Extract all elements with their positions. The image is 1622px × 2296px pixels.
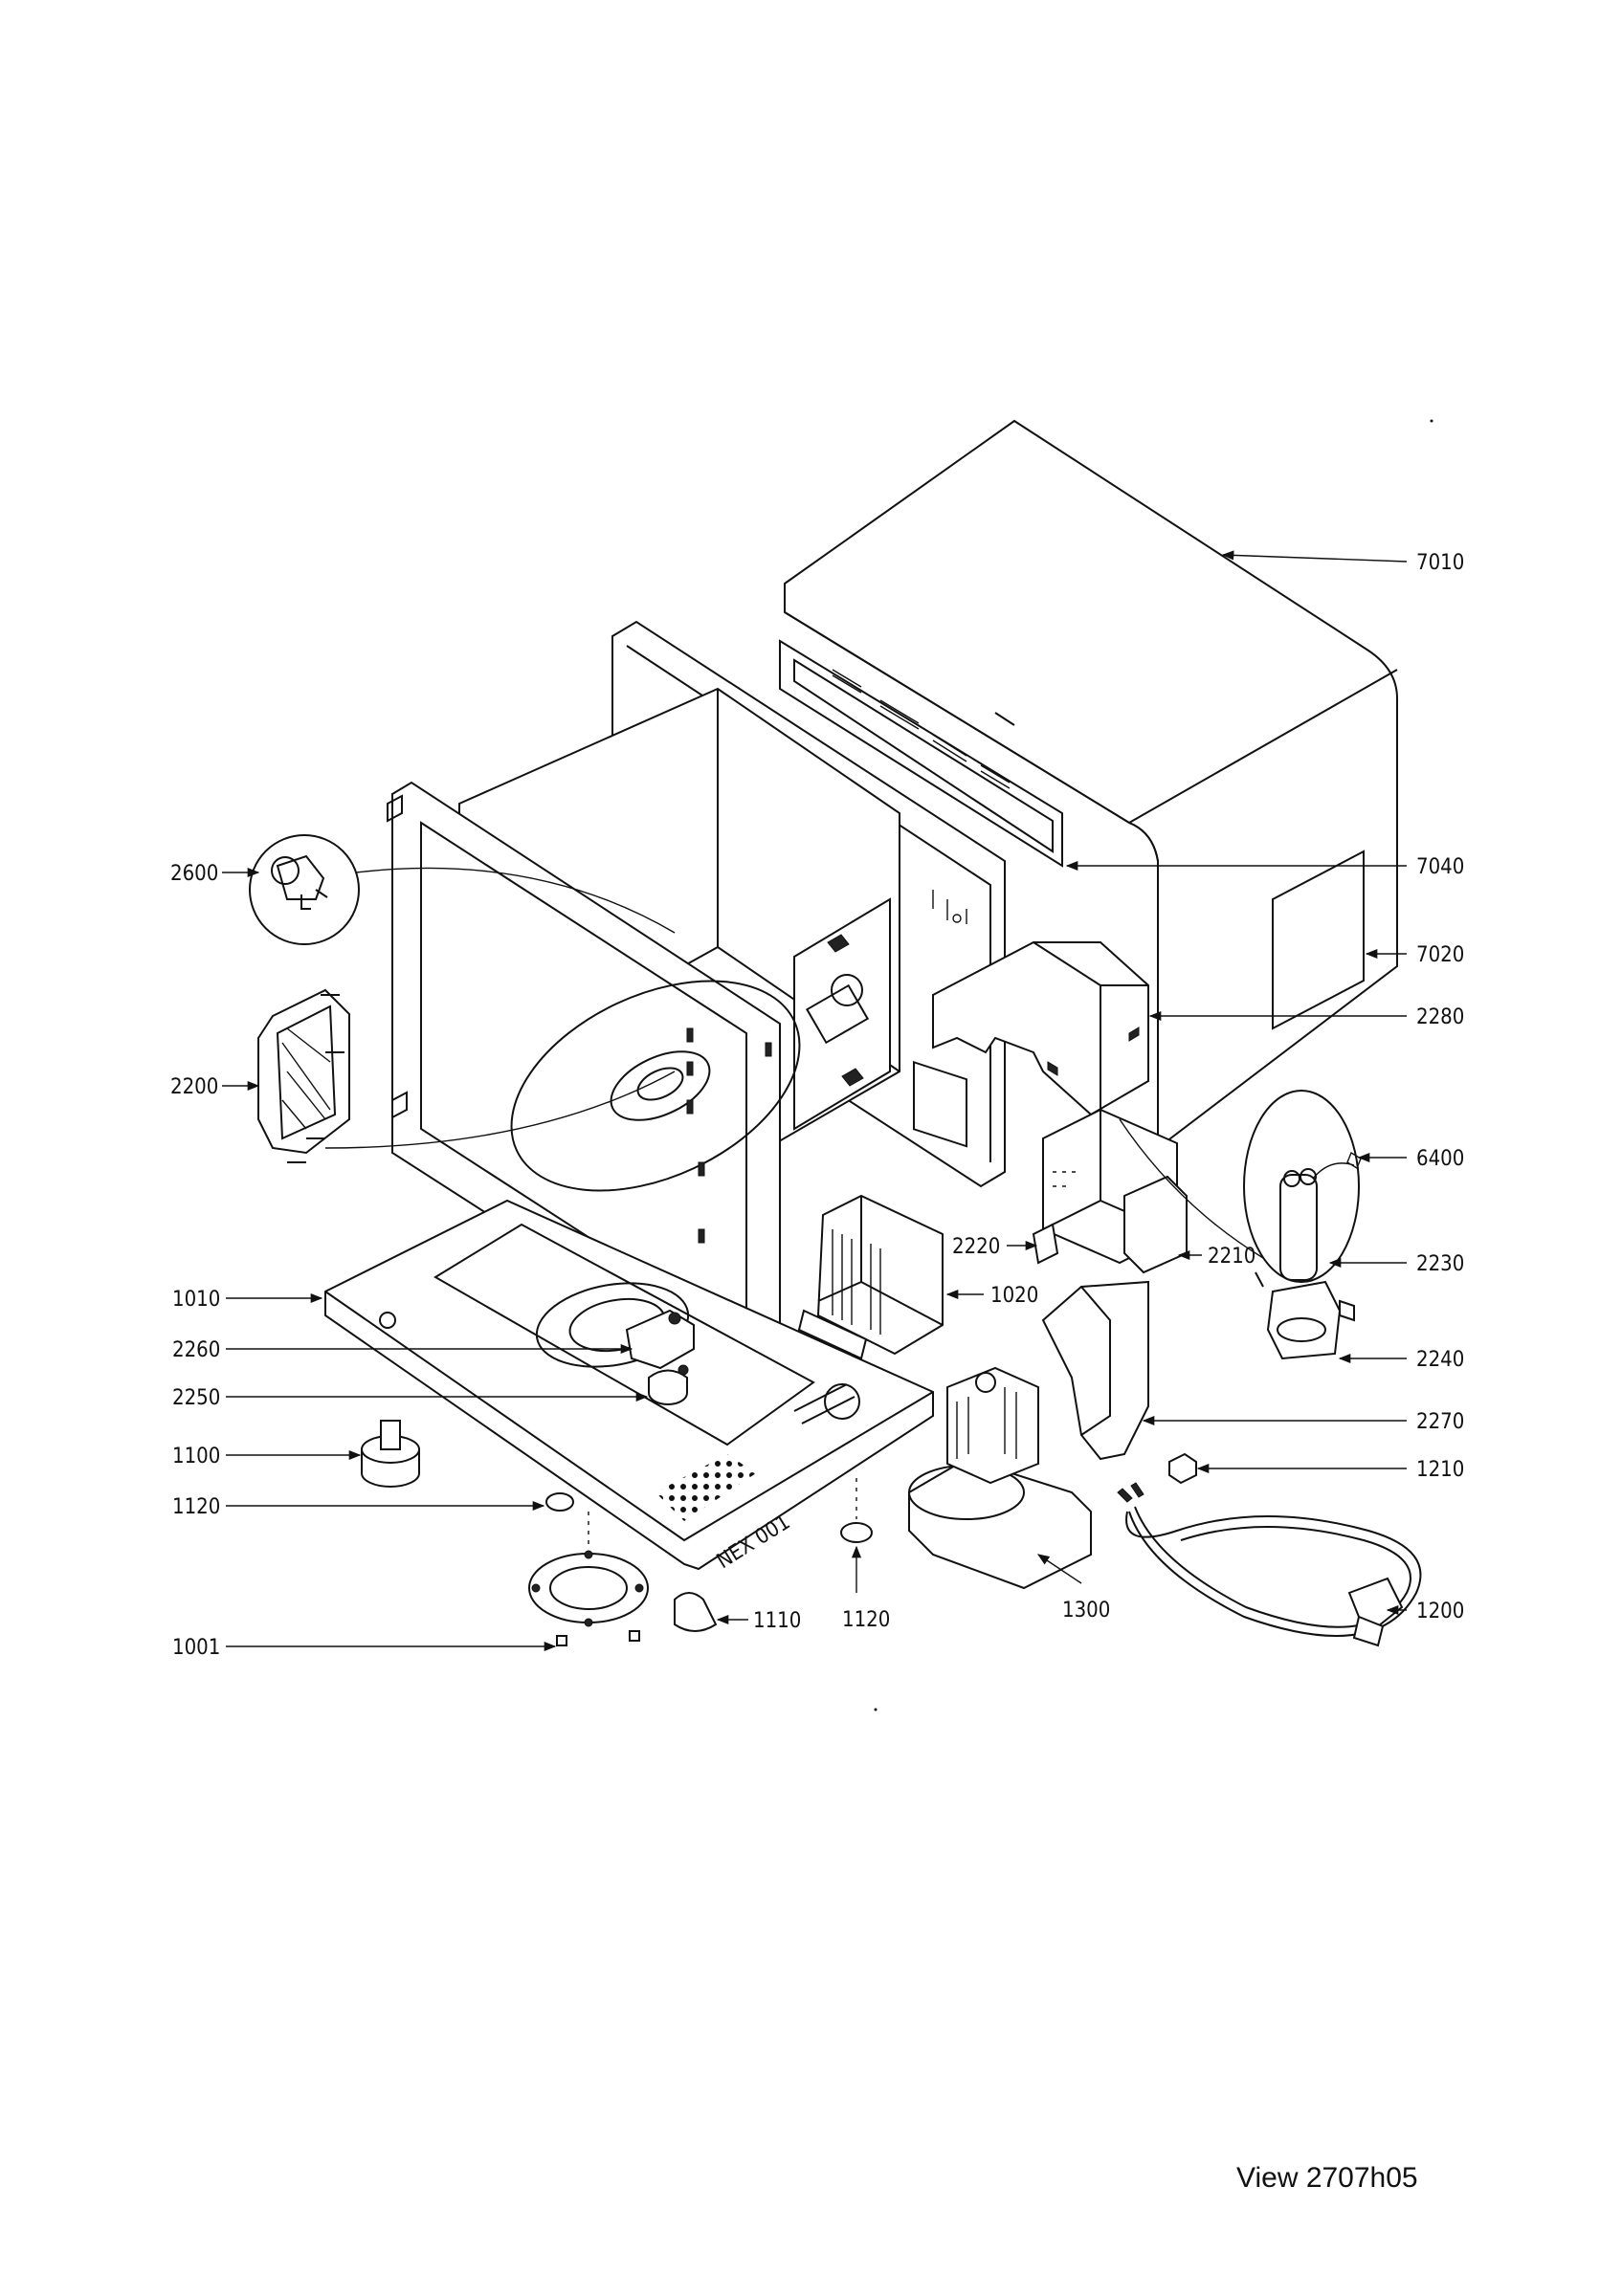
rubber-foot-left-drawing bbox=[545, 1492, 574, 1512]
view-caption: View 2707h05 bbox=[1236, 2162, 1418, 2194]
scan-speck bbox=[874, 1708, 878, 1711]
screw-drawing bbox=[556, 1630, 640, 1646]
turntable-motor-drawing bbox=[625, 1309, 695, 1370]
label-2220: 2220 bbox=[952, 1235, 1000, 1259]
thermal-fuse-drawing bbox=[1032, 1223, 1059, 1265]
part-labels: 7010 7040 7020 2280 6400 2230 2240 2270 … bbox=[170, 551, 1464, 1660]
label-2240: 2240 bbox=[1416, 1348, 1464, 1372]
turntable-coupler-drawing bbox=[648, 1364, 689, 1405]
fan-motor-drawing bbox=[908, 1366, 1092, 1590]
cavity-drawing bbox=[387, 620, 1006, 1391]
label-2250: 2250 bbox=[172, 1386, 220, 1410]
label-1120-right: 1120 bbox=[842, 1608, 890, 1632]
foot-cap-drawing bbox=[674, 1592, 718, 1632]
scan-speck bbox=[1430, 419, 1433, 423]
label-6400: 6400 bbox=[1416, 1147, 1464, 1171]
label-7040: 7040 bbox=[1416, 855, 1464, 879]
capacitor-drawing bbox=[1119, 1090, 1362, 1360]
cover-plate-drawing bbox=[257, 988, 676, 1163]
label-2230: 2230 bbox=[1416, 1252, 1464, 1276]
label-1120-left: 1120 bbox=[172, 1495, 220, 1519]
cord-clamp-drawing bbox=[1168, 1452, 1197, 1485]
label-2200: 2200 bbox=[170, 1075, 218, 1099]
foot-knob-drawing bbox=[361, 1420, 420, 1488]
label-1010: 1010 bbox=[172, 1288, 220, 1312]
label-2270: 2270 bbox=[1416, 1410, 1464, 1434]
label-1200: 1200 bbox=[1416, 1600, 1464, 1623]
air-duct-drawing bbox=[932, 941, 1149, 1116]
outer-cabinet-drawing bbox=[779, 419, 1398, 1151]
label-2280: 2280 bbox=[1416, 1005, 1464, 1029]
magnetron-drawing bbox=[797, 1194, 944, 1360]
leader-lines bbox=[222, 550, 1408, 1652]
label-2260: 2260 bbox=[172, 1338, 220, 1362]
label-1001: 1001 bbox=[172, 1636, 220, 1660]
lamp-drawing bbox=[249, 834, 676, 945]
rating-label-drawing bbox=[1272, 850, 1365, 1030]
label-2600: 2600 bbox=[170, 862, 218, 886]
label-1210: 1210 bbox=[1416, 1458, 1464, 1482]
label-1020: 1020 bbox=[990, 1284, 1038, 1308]
fan-duct-drawing bbox=[1041, 1280, 1149, 1461]
label-1100: 1100 bbox=[172, 1445, 220, 1468]
label-7020: 7020 bbox=[1416, 943, 1464, 967]
label-1300: 1300 bbox=[1062, 1599, 1110, 1623]
label-1110: 1110 bbox=[753, 1609, 801, 1633]
label-2210: 2210 bbox=[1208, 1245, 1255, 1269]
label-7010: 7010 bbox=[1416, 551, 1464, 575]
support-ring-drawing bbox=[528, 1550, 649, 1627]
power-cord-drawing bbox=[1117, 1482, 1422, 1647]
rubber-foot-right-drawing bbox=[840, 1522, 873, 1543]
